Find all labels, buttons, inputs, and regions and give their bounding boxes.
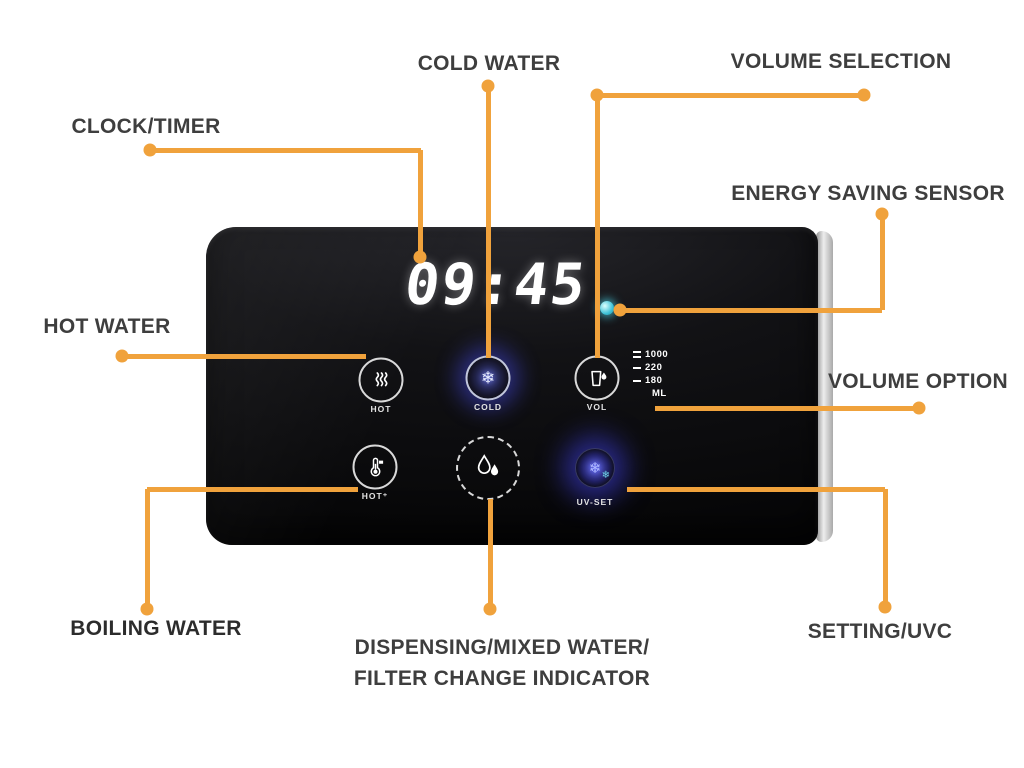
volume-selection-label: VOLUME SELECTION: [730, 50, 952, 73]
uv-small-snowflake-icon: ❄: [601, 470, 610, 481]
cold-button-label: COLD: [473, 402, 503, 412]
callout-dot: [912, 401, 926, 415]
hot-water-label: HOT WATER: [43, 315, 171, 338]
cup-icon: [590, 370, 606, 386]
setting-uvc-line-v: [883, 489, 888, 607]
energy-sensor-line-h: [620, 308, 882, 313]
dispensing-line-v: [488, 499, 493, 609]
callout-dot: [878, 600, 892, 614]
volume-scale-unit-row: ML: [633, 388, 668, 399]
boiling-water-line-v: [145, 489, 150, 609]
hot-button-label: HOT: [370, 404, 392, 414]
hot-plus-button-label: HOT⁺: [361, 491, 389, 501]
cold-water-label: COLD WATER: [417, 52, 561, 75]
volume-value: 180: [645, 375, 663, 386]
dispensing-label-line1: DISPENSING/MIXED WATER/: [354, 636, 650, 659]
setting-uvc-label: SETTING/UVC: [807, 620, 953, 643]
dispense-button[interactable]: [456, 436, 520, 500]
callout-dot: [413, 250, 427, 264]
volume-value: 220: [645, 362, 663, 373]
vol-button-label: VOL: [586, 402, 608, 412]
boiling-water-button[interactable]: [352, 444, 398, 490]
scale-ticks-icon: [633, 351, 641, 358]
scale-tick-icon: [633, 366, 641, 369]
boiling-water-line-h: [147, 487, 358, 492]
volume-selection-button[interactable]: [574, 355, 620, 401]
clock-callout-line-v: [418, 150, 423, 258]
boiling-water-label: BOILING WATER: [70, 617, 242, 640]
volume-unit: ML: [652, 388, 667, 399]
cold-callout-line-v: [486, 86, 491, 358]
callout-dot: [483, 602, 497, 616]
steam-icon: [374, 371, 388, 386]
energy-saving-sensor-light: [600, 301, 614, 315]
hot-water-button[interactable]: [358, 357, 404, 403]
cold-water-button[interactable]: ❄: [465, 355, 511, 401]
energy-sensor-line-v: [880, 214, 885, 310]
volume-option-label: VOLUME OPTION: [827, 370, 1009, 393]
dispensing-label: DISPENSING/MIXED WATER/ FILTER CHANGE IN…: [292, 632, 712, 694]
callout-dot: [857, 88, 871, 102]
thermometer-icon: [370, 457, 383, 476]
callout-dot: [613, 303, 627, 317]
volume-scale: 1000 220 180 ML: [633, 349, 669, 399]
uv-set-button-label: UV-SET: [576, 497, 614, 507]
callout-dot: [140, 602, 154, 616]
energy-saving-sensor-label: ENERGY SAVING SENSOR: [731, 182, 1005, 205]
uv-set-button[interactable]: ❄ ❄: [575, 448, 615, 488]
water-drops-icon: [477, 454, 499, 476]
hot-water-line-h: [122, 354, 366, 359]
dispensing-label-line2: FILTER CHANGE INDICATOR: [353, 667, 651, 690]
scale-tick-icon: [633, 379, 641, 382]
volume-scale-row: 1000: [633, 349, 669, 360]
clock-display: 09:45: [401, 252, 591, 318]
volume-scale-row: 220: [633, 362, 668, 373]
volume-scale-row: 180: [633, 375, 668, 386]
clock-timer-label: CLOCK/TIMER: [71, 115, 221, 138]
setting-uvc-line-h: [627, 487, 885, 492]
control-panel: [206, 227, 818, 545]
clock-callout-line-h: [150, 148, 421, 153]
volume-option-line-h: [655, 406, 919, 411]
volume-selection-line-h: [597, 93, 864, 98]
volume-value: 1000: [645, 349, 669, 360]
volume-selection-line-v: [595, 95, 600, 358]
uv-snowflake-icon: ❄: [588, 459, 602, 477]
snowflake-icon: ❄: [480, 368, 496, 388]
